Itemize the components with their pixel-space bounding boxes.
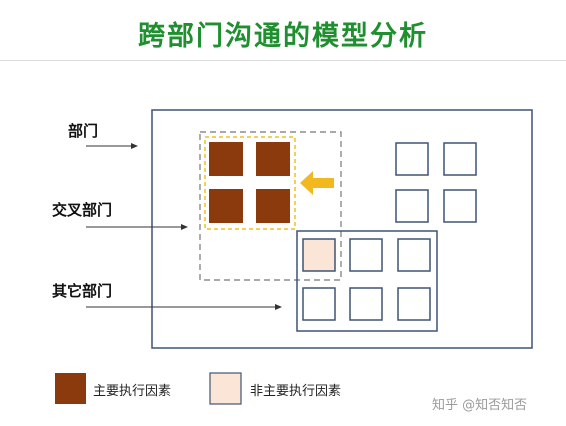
title-divider	[0, 60, 566, 61]
factor-square	[443, 142, 477, 176]
label-arrow	[86, 143, 138, 149]
legend-primary-label: 主要执行因素	[93, 384, 172, 399]
legend-secondary-swatch	[209, 372, 242, 405]
outer-department-box	[151, 109, 533, 349]
cross-department-dashed-box	[199, 131, 342, 281]
primary-factor-square	[209, 189, 243, 223]
primary-factor-square	[209, 142, 243, 176]
label-arrow	[86, 304, 282, 310]
page-title: 跨部门沟通的模型分析	[138, 21, 428, 52]
label-cross-department: 交叉部门	[52, 201, 113, 219]
label-arrow	[86, 224, 188, 230]
primary-factor-square	[256, 189, 290, 223]
factor-square	[397, 287, 431, 321]
arrow-left-icon	[300, 171, 334, 195]
secondary-factor-square	[302, 238, 336, 272]
primary-factor-square	[256, 142, 290, 176]
primary-highlight-box	[204, 136, 296, 230]
legend-secondary-label: 非主要执行因素	[250, 384, 342, 399]
factor-square	[349, 287, 383, 321]
label-other-departments: 其它部门	[52, 282, 113, 300]
factor-square	[395, 189, 429, 223]
other-department-box	[296, 230, 438, 332]
factor-square	[397, 238, 431, 272]
watermark: 知乎 @知否知否	[432, 398, 528, 413]
factor-square	[349, 238, 383, 272]
label-department: 部门	[68, 122, 99, 140]
factor-square	[302, 287, 336, 321]
factor-square	[395, 142, 429, 176]
legend-primary-swatch	[55, 373, 86, 404]
factor-square	[443, 189, 477, 223]
